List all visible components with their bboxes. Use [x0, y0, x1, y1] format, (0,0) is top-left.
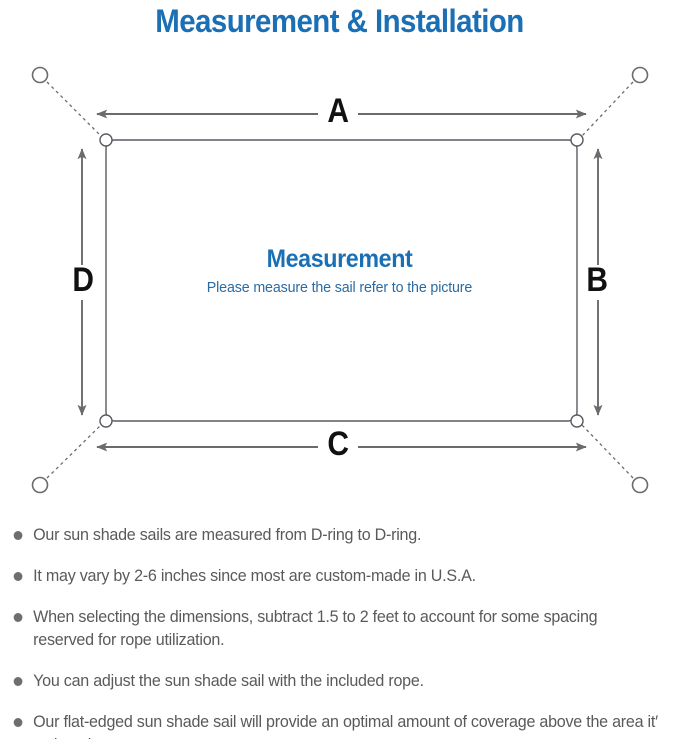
d-ring-bottom-right	[570, 414, 584, 428]
page-title: Measurement & Installation	[155, 3, 524, 39]
d-ring-top-right	[570, 133, 584, 147]
bullet-dot-icon	[13, 718, 23, 727]
rope-line-top-left	[46, 81, 102, 137]
anchor-point-top-right	[631, 66, 649, 84]
note-item-3: When selecting the dimensions, subtract …	[0, 606, 662, 652]
bullet-dot-icon	[13, 677, 23, 686]
bullet-dot-icon	[13, 572, 23, 581]
sail-diagram-svg	[31, 66, 649, 494]
rope-line-bottom-left	[46, 424, 102, 479]
note-text: You can adjust the sun shade sail with t…	[33, 672, 424, 690]
dimension-label-b: B	[586, 261, 608, 299]
anchor-points-group	[31, 66, 649, 494]
note-item-4: You can adjust the sun shade sail with t…	[0, 670, 662, 693]
note-text: Our flat-edged sun shade sail will provi…	[33, 713, 658, 739]
rope-line-bottom-right	[581, 424, 634, 479]
sail-measurement-subtitle: Please measure the sail refer to the pic…	[206, 279, 473, 296]
notes-list: Our sun shade sails are measured from D-…	[0, 524, 679, 739]
anchor-point-bottom-right	[631, 476, 649, 494]
d-ring-top-left	[99, 133, 113, 147]
bullet-dot-icon	[13, 531, 23, 540]
sail-diagram	[0, 48, 679, 518]
rope-line-top-right	[581, 81, 634, 137]
d-rings-group	[99, 133, 584, 428]
note-item-5: Our flat-edged sun shade sail will provi…	[0, 711, 662, 739]
d-ring-bottom-left	[99, 414, 113, 428]
dimension-label-a: A	[327, 92, 349, 130]
note-text: Our sun shade sails are measured from D-…	[33, 526, 422, 544]
note-text: When selecting the dimensions, subtract …	[33, 608, 598, 649]
anchor-point-top-left	[31, 66, 49, 84]
note-item-1: Our sun shade sails are measured from D-…	[0, 524, 662, 547]
sail-measurement-heading: Measurement	[266, 245, 413, 273]
dimension-label-d: D	[72, 261, 94, 299]
sail-outline	[105, 139, 578, 422]
dimension-label-c: C	[327, 425, 349, 463]
note-text: It may vary by 2-6 inches since most are…	[33, 567, 476, 585]
anchor-point-bottom-left	[31, 476, 49, 494]
note-item-2: It may vary by 2-6 inches since most are…	[0, 565, 662, 588]
bullet-dot-icon	[13, 613, 23, 622]
